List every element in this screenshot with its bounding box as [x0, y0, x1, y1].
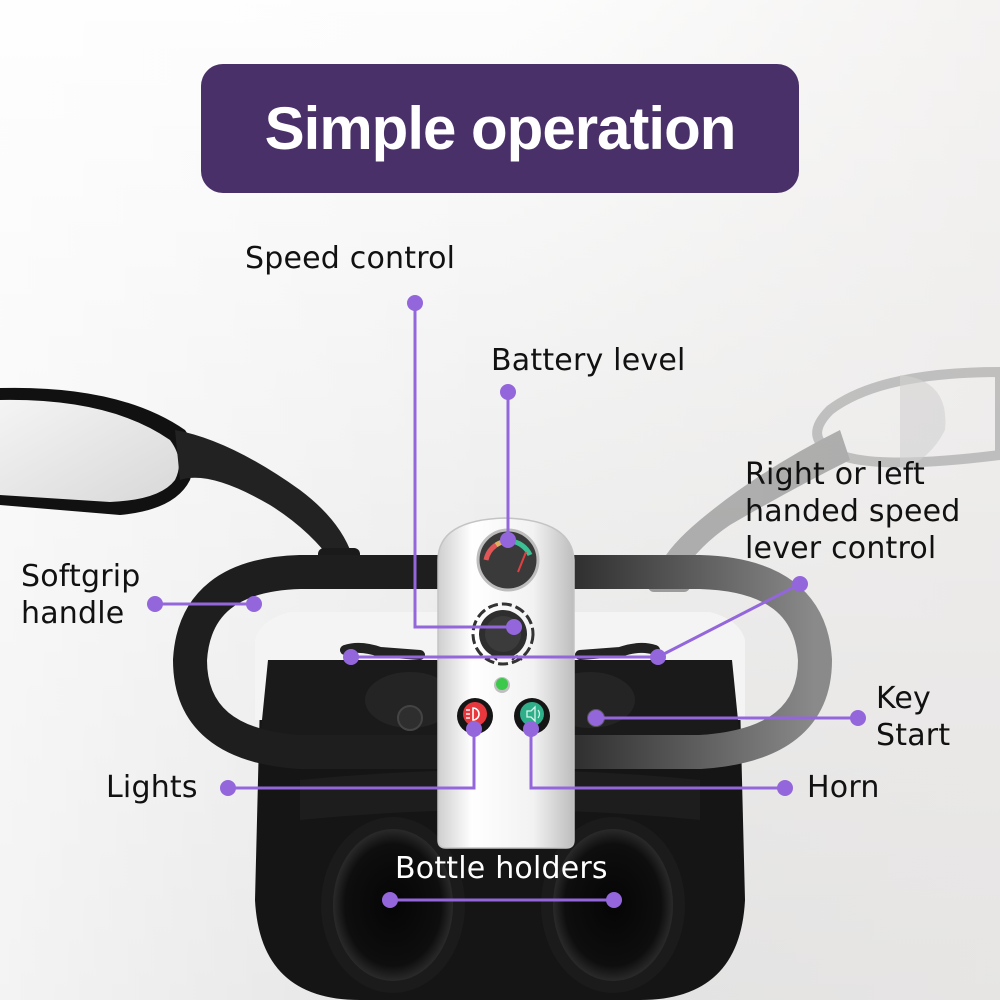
indicator-led	[496, 678, 508, 690]
control-console	[437, 517, 575, 849]
label-horn: Horn	[807, 770, 880, 805]
label-line: Start	[876, 718, 951, 753]
headlight-icon	[466, 707, 480, 721]
label-line: handed speed	[745, 494, 961, 529]
label-line: Key	[876, 681, 931, 716]
callout-lines	[155, 303, 858, 902]
label-key-start: Key Start	[876, 680, 950, 754]
horn-button[interactable]	[514, 698, 550, 734]
label-speed-control: Speed control	[245, 241, 456, 276]
label-lights: Lights	[106, 770, 198, 805]
label-softgrip-handle: Softgrip handle	[21, 558, 141, 632]
softgrip-handlebar	[172, 555, 833, 769]
left-speed-lever	[340, 642, 425, 660]
lights-button[interactable]	[457, 698, 493, 734]
right-speed-lever	[575, 642, 660, 660]
callout-dots	[147, 295, 866, 908]
horn-icon	[526, 705, 541, 723]
title-banner: Simple operation	[201, 64, 799, 193]
label-line: lever control	[745, 531, 937, 566]
left-mirror	[0, 387, 360, 584]
label-battery-level: Battery level	[491, 343, 686, 378]
label-line: Softgrip	[21, 559, 141, 594]
label-line: handle	[21, 596, 125, 631]
label-bottle-holders: Bottle holders	[395, 851, 608, 886]
label-line: Right or left	[745, 457, 925, 492]
label-speed-lever: Right or left handed speed lever control	[745, 456, 961, 567]
page-title: Simple operation	[264, 95, 737, 162]
